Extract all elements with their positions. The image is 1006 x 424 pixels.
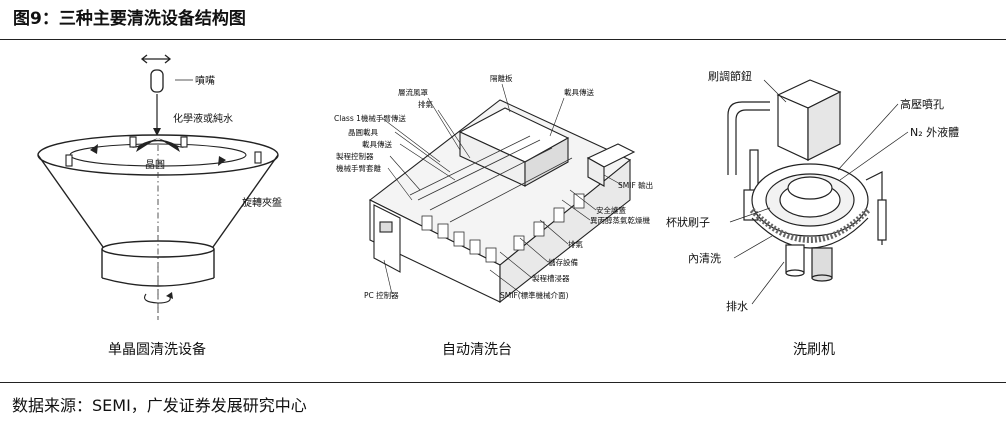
label-inner-wash: 內清洗	[688, 252, 721, 265]
panel-wet-bench: 層流風罩 排氣 Class 1機械手臂傳送 晶圓載具 載具傳送 製程控制器 機械…	[300, 40, 660, 340]
figure-title: 图9：三种主要清洗设备结构图	[13, 9, 246, 29]
label-carrier-transfer-2: 載具傳送	[564, 87, 594, 97]
wet-bench-diagram: 層流風罩 排氣 Class 1機械手臂傳送 晶圓載具 載具傳送 製程控制器 機械…	[334, 73, 653, 304]
label-smif-out: SMIF 輸出	[618, 180, 653, 190]
single-wafer-diagram: 噴嘴 化學液或純水 晶圓 旋轉夾盤	[37, 54, 282, 320]
label-n2-head: N₂ 外液體	[910, 125, 959, 139]
label-drain: 排水	[726, 299, 748, 313]
label-flow-hood: 層流風罩	[398, 87, 428, 97]
caption-scrubber: 洗刷机	[793, 342, 835, 358]
nozzle-label: 噴嘴	[195, 75, 215, 87]
wafer-label: 晶圓	[145, 159, 165, 171]
label-process-controller: 製程控制器	[336, 151, 374, 161]
label-smif-in: SMIF(標準機械介面)	[500, 290, 569, 300]
caption-wet-bench: 自动清洗台	[442, 342, 512, 358]
nozzle-shape	[150, 69, 164, 93]
chemical-label: 化學液或純水	[173, 112, 233, 125]
label-exhaust-top: 排氣	[418, 99, 433, 109]
label-cup-brush: 杯狀刷子	[666, 215, 710, 229]
label-process-tank: 製程槽浸器	[532, 273, 570, 283]
caption-single-wafer: 单晶圆清洗设备	[108, 342, 206, 358]
spin-chuck-label: 旋轉夾盤	[242, 196, 282, 209]
label-exhaust-bottom: 排氣	[568, 239, 583, 249]
label-robot-arm: 機械手臂套離	[336, 163, 381, 173]
source-note: 数据来源：SEMI，广发证券发展研究中心	[12, 396, 307, 415]
label-pc-controller: PC 控制器	[364, 290, 399, 300]
bottom-divider	[0, 382, 1006, 383]
panel-scrubber: 刷調節鈕 高壓噴孔 N₂ 外液體 杯狀刷子 內清洗 排水	[660, 40, 1006, 340]
top-divider	[0, 39, 1006, 40]
label-storage: 儲存設備	[548, 257, 578, 267]
label-hp-nozzle: 高壓噴孔	[900, 97, 944, 111]
scrubber-diagram: 刷調節鈕 高壓噴孔 N₂ 外液體 杯狀刷子 內清洗 排水	[666, 69, 959, 313]
label-brush-knob: 刷調節鈕	[708, 69, 752, 83]
nozzle-move-arrow	[140, 54, 172, 64]
label-ipa-dryer: 異丙醇蒸氣乾燥機	[590, 215, 650, 225]
label-class1-robot: Class 1機械手臂傳送	[334, 113, 406, 123]
label-wafer-carrier: 晶圓載具	[348, 127, 378, 137]
label-safety-cover: 安全護蓋	[596, 205, 626, 215]
label-shield: 隔離板	[490, 73, 513, 83]
panel-single-wafer: 噴嘴 化學液或純水 晶圓 旋轉夾盤	[0, 40, 300, 340]
label-carrier-transfer: 載具傳送	[362, 139, 392, 149]
